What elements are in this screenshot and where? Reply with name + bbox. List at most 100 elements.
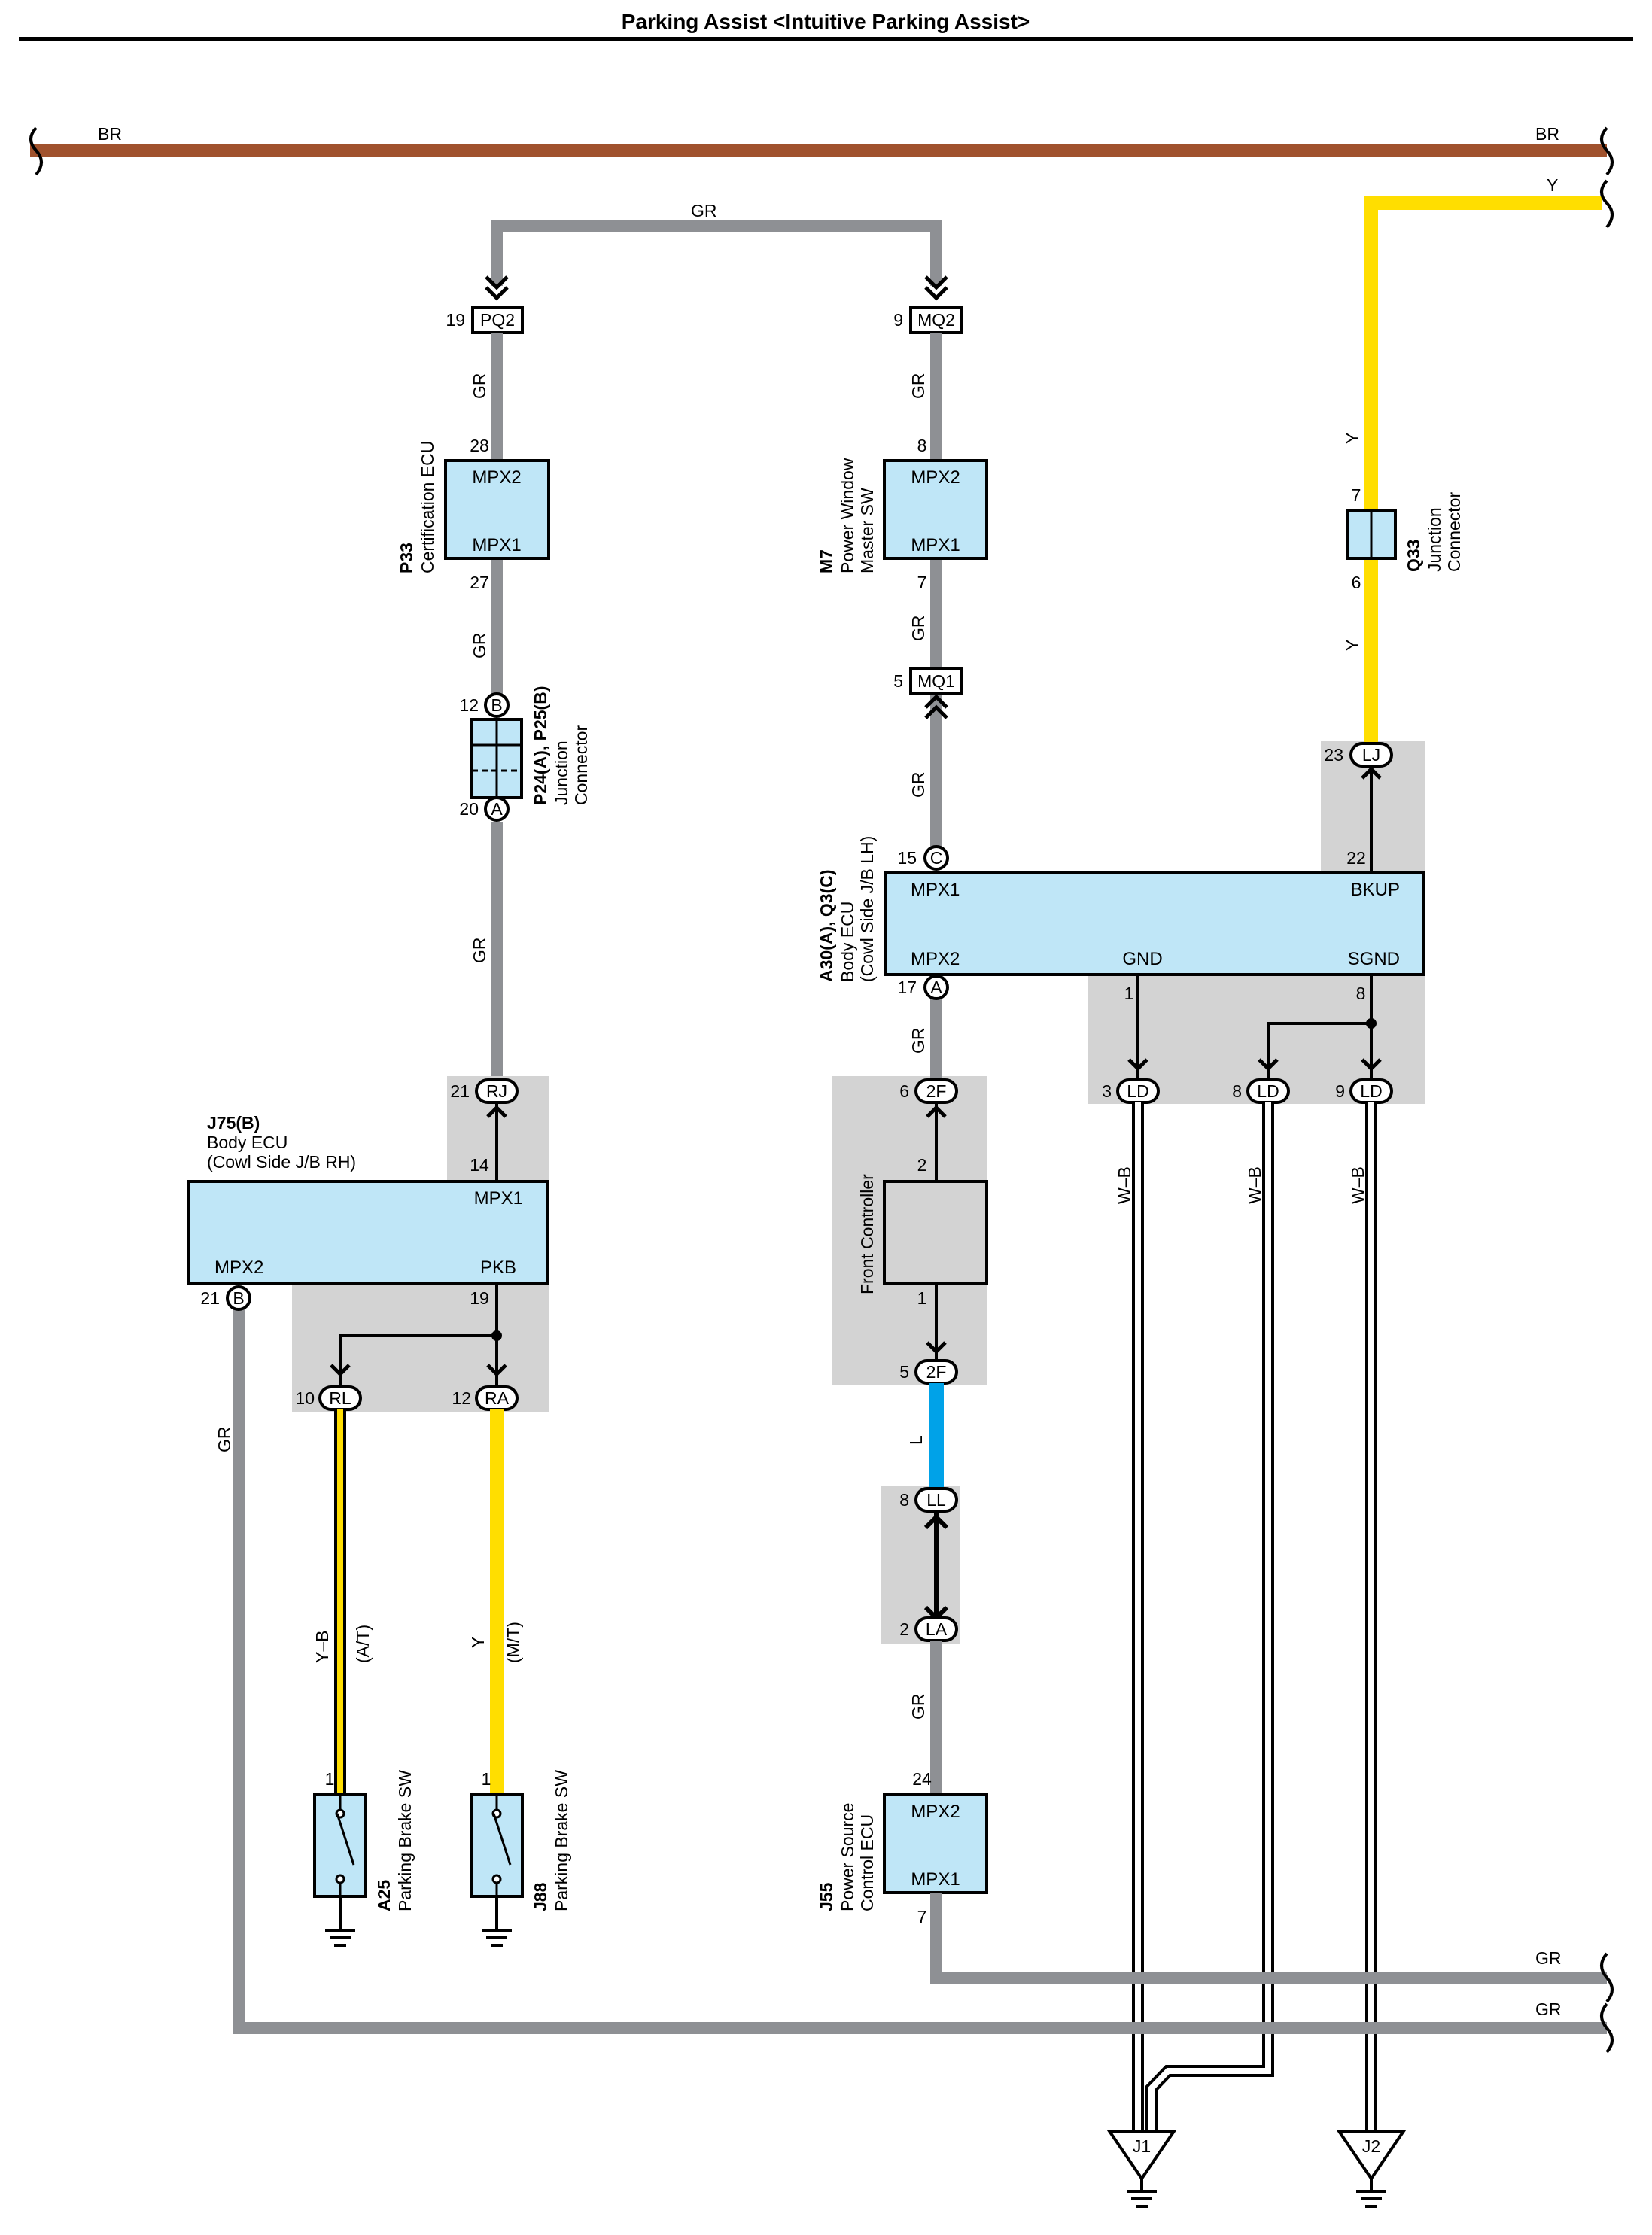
pq2-chevron bbox=[485, 275, 509, 301]
wb-wires: W–B W–B W–B bbox=[1115, 1102, 1377, 2137]
sgnd-branch bbox=[1267, 1022, 1371, 1080]
ld2-name: LD bbox=[1257, 1081, 1279, 1101]
pkb-branch bbox=[339, 1334, 497, 1387]
ld1-name: LD bbox=[1127, 1081, 1148, 1101]
pkb-junction bbox=[491, 1330, 502, 1341]
fc-lower-chevron bbox=[926, 1341, 947, 1355]
wire-gr-outputs: GR GR GR bbox=[214, 1298, 1614, 2054]
p24-b-circle bbox=[484, 692, 510, 718]
j2-label: J2 bbox=[1362, 2136, 1380, 2156]
front-controller-branch bbox=[926, 1102, 947, 1370]
m7-name1: Power Window bbox=[838, 458, 857, 573]
fc-pin-top: 2 bbox=[917, 1155, 927, 1175]
f2f-bot-name: 2F bbox=[926, 1362, 947, 1382]
lj-chevron bbox=[1361, 766, 1382, 780]
a30-c-pin: 15 bbox=[897, 848, 917, 868]
y-mt-label: Y bbox=[468, 1637, 488, 1648]
q33-pin-bottom: 6 bbox=[1352, 573, 1361, 592]
break-mark-left bbox=[29, 126, 43, 176]
j55-code: J55 bbox=[817, 1882, 836, 1911]
f2f-top-pin: 6 bbox=[899, 1081, 909, 1101]
break-mark-right bbox=[1600, 126, 1614, 176]
l-label: L bbox=[906, 1435, 926, 1445]
break-mark-y bbox=[1600, 179, 1614, 229]
ld2-pin: 8 bbox=[1232, 1081, 1242, 1101]
j75-name1: Body ECU bbox=[207, 1133, 288, 1152]
a25-lever bbox=[336, 1813, 355, 1866]
mq1-pin: 5 bbox=[893, 671, 903, 691]
ld3-pin: 9 bbox=[1335, 1081, 1345, 1101]
connector-rl: RL 10 bbox=[295, 1385, 362, 1411]
la-pin: 2 bbox=[899, 1619, 909, 1639]
p24-name2: Connector bbox=[571, 725, 591, 805]
component-p33: MPX2 MPX1 28 27 P33 Certification ECU bbox=[397, 436, 550, 592]
fc-box bbox=[883, 1180, 988, 1285]
j75-name2: (Cowl Side J/B RH) bbox=[207, 1152, 356, 1172]
a30-box bbox=[884, 871, 1425, 976]
fc-upper-chevron bbox=[926, 1105, 947, 1118]
p24-a-pin: 20 bbox=[459, 799, 479, 819]
p33-name: Certification ECU bbox=[418, 441, 437, 573]
connector-ll: LL 8 bbox=[899, 1487, 958, 1513]
a30-code: A30(A), Q3(C) bbox=[817, 869, 836, 982]
wire-gr-la: GR bbox=[908, 1641, 942, 1795]
m7-pin-top: 8 bbox=[917, 436, 927, 455]
j55-terminal-mpx1: MPX1 bbox=[911, 1869, 960, 1890]
wb-wire-2-core bbox=[1148, 1102, 1271, 2137]
q33-code: Q33 bbox=[1404, 540, 1423, 572]
ll-chevron bbox=[923, 1513, 949, 1530]
a30-pin-gnd: 1 bbox=[1124, 984, 1134, 1003]
j75-b-pin: 21 bbox=[200, 1288, 220, 1308]
br-wire bbox=[30, 144, 1607, 157]
f2f-top-pill bbox=[914, 1078, 958, 1104]
j75-pin-pkb: 19 bbox=[470, 1288, 489, 1308]
ll-pin: 8 bbox=[899, 1490, 909, 1510]
y-q33-bottom-label: Y bbox=[1343, 640, 1362, 651]
p33-pin-bottom: 27 bbox=[470, 573, 489, 592]
p24-name1: Junction bbox=[552, 740, 571, 805]
gr-a30-upper bbox=[930, 694, 942, 858]
gr-jc-lower bbox=[491, 822, 503, 1076]
m7-column: GR GR GR GR bbox=[908, 333, 942, 1085]
gr-p33-bottom-label: GR bbox=[470, 633, 489, 659]
y-label-top: Y bbox=[1547, 175, 1558, 195]
j55-pin-bottom: 7 bbox=[917, 1907, 927, 1926]
m7-code: M7 bbox=[817, 549, 836, 573]
pq2-box bbox=[471, 306, 524, 334]
a25-name: Parking Brake SW bbox=[395, 1770, 415, 1911]
connector-a30-c: C 15 bbox=[897, 845, 949, 871]
mq1-box bbox=[909, 667, 963, 695]
a30-a-name: A bbox=[930, 978, 942, 997]
y-wire-right bbox=[1364, 196, 1602, 754]
p24-a-name: A bbox=[491, 799, 503, 819]
sgnd-chevron-1 bbox=[1258, 1058, 1279, 1072]
fc-name: Front Controller bbox=[857, 1174, 877, 1294]
at-label: (A/T) bbox=[353, 1625, 373, 1663]
a25-pin: 1 bbox=[325, 1769, 335, 1789]
break-mark-gr1 bbox=[1600, 1952, 1614, 2003]
a30-name2: (Cowl Side J/B LH) bbox=[857, 836, 877, 982]
pkb-leads bbox=[330, 1283, 507, 1387]
connector-mq1: MQ1 5 bbox=[893, 667, 963, 719]
component-m7: MPX2 MPX1 8 7 M7 Power Window Master SW bbox=[817, 436, 988, 592]
gr-m7-bottom-label: GR bbox=[908, 616, 928, 642]
yb-label: Y–B bbox=[312, 1631, 332, 1663]
ll-la-lead bbox=[934, 1511, 939, 1624]
j75-pin-mpx1: 14 bbox=[470, 1155, 489, 1175]
j1-label: J1 bbox=[1133, 2136, 1151, 2156]
p33-pin-top: 28 bbox=[470, 436, 489, 455]
j75-b-name: B bbox=[233, 1288, 244, 1308]
la-name: LA bbox=[926, 1619, 948, 1639]
p33-column: GR GR GR bbox=[470, 333, 503, 1076]
f2f-bot-pin: 5 bbox=[899, 1362, 909, 1382]
gr-out-2 bbox=[233, 1298, 1607, 2034]
j88-contact-bottom bbox=[491, 1874, 502, 1884]
connector-mq2: MQ2 9 bbox=[893, 306, 963, 334]
p33-terminal-mpx1: MPX1 bbox=[472, 535, 521, 555]
br-label-right: BR bbox=[1535, 124, 1559, 144]
component-j55: MPX2 MPX1 24 7 J55 Power Source Control … bbox=[817, 1769, 988, 1926]
a30-terminal-gnd: GND bbox=[1122, 949, 1162, 969]
ra-chevron bbox=[486, 1364, 507, 1377]
j88-pin: 1 bbox=[482, 1769, 491, 1789]
wire-l: L bbox=[906, 1383, 944, 1487]
